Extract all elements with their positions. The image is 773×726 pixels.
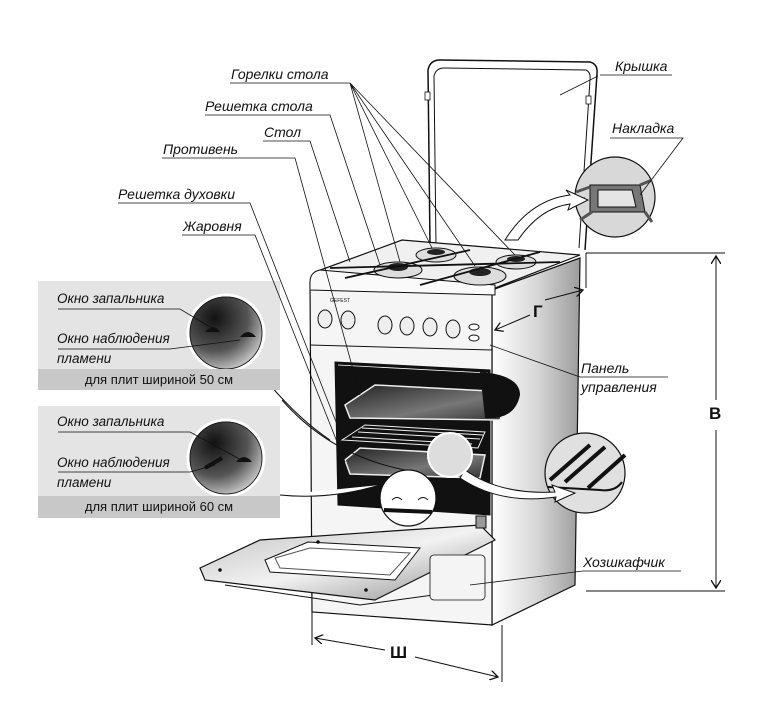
inset-60-igniter-window: Окно запальника <box>57 414 165 429</box>
label-control-panel-line2: управления <box>581 379 657 395</box>
knob <box>377 315 393 335</box>
inset-60-flame-window-line1: Окно наблюдения <box>57 455 170 470</box>
inset-50-flame-window-line2: пламени <box>57 351 112 366</box>
label-table-grate: Решетка стола <box>205 98 313 114</box>
storage-drawer <box>429 554 486 601</box>
burners <box>329 247 561 286</box>
brand-mark: GEFEST <box>330 298 350 304</box>
inset-50-caption: для плит шириной 50 см <box>38 369 280 390</box>
control-panel: GEFEST <box>309 298 493 351</box>
oven-door <box>199 515 497 606</box>
peephole-detail <box>379 469 437 527</box>
cover-plate-detail <box>504 156 656 241</box>
inset-50-flame-window-line1: Окно наблюдения <box>57 331 170 346</box>
label-lid: Крышка <box>615 58 668 74</box>
dimension-height-label: В <box>709 404 722 423</box>
label-cover-plate: Накладка <box>612 120 675 136</box>
label-control-panel-line1: Панель <box>581 360 630 376</box>
control-knobs <box>317 309 480 342</box>
knob <box>422 317 438 337</box>
label-table: Стол <box>264 124 301 140</box>
dimension-depth-label: Г <box>533 302 543 321</box>
knob <box>317 309 333 329</box>
knob <box>445 319 461 339</box>
knob <box>340 310 356 330</box>
rack-runner-detail <box>427 432 627 514</box>
label-baking-tray: Противень <box>163 141 239 157</box>
leader-lines <box>118 74 684 586</box>
label-storage-drawer: Хозшкафчик <box>583 554 665 570</box>
label-oven-rack: Решетка духовки <box>118 186 236 202</box>
button <box>468 323 480 331</box>
lid <box>424 59 598 251</box>
label-roasting-pan: Жаровня <box>183 218 242 234</box>
inset-60-caption: для плит шириной 60 см <box>38 496 280 518</box>
dimension-width-label: Ш <box>390 643 408 662</box>
knob <box>399 316 415 336</box>
button <box>468 334 480 342</box>
label-burners: Горелки стола <box>231 66 329 82</box>
dimension-lines <box>311 252 725 682</box>
inset-50-igniter-window: Окно запальника <box>57 291 165 306</box>
inset-60-flame-window-line2: пламени <box>57 475 112 490</box>
